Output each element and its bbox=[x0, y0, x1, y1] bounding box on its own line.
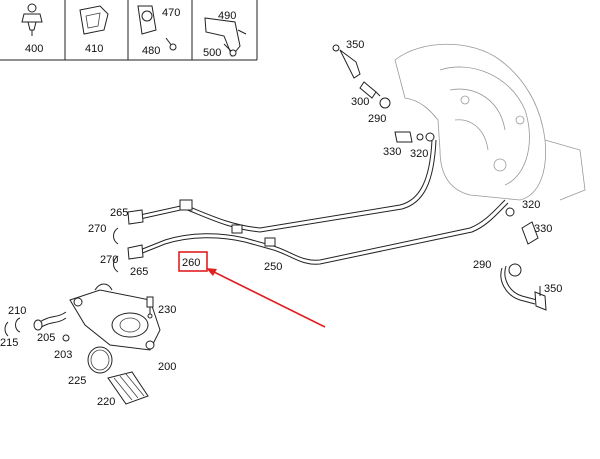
part-500-icon bbox=[223, 43, 237, 57]
pipe-clip-right bbox=[264, 237, 276, 247]
clip-215-icon bbox=[4, 321, 9, 337]
part-470-icon bbox=[137, 5, 157, 35]
seal-203-icon bbox=[62, 334, 70, 342]
fitting-265-upper bbox=[179, 199, 193, 211]
label-225: 225 bbox=[68, 375, 86, 387]
label-210: 210 bbox=[8, 305, 26, 317]
label-490: 490 bbox=[218, 10, 236, 22]
label-270-upper: 270 bbox=[88, 223, 106, 235]
sensor-230 bbox=[146, 296, 154, 319]
label-300: 300 bbox=[351, 96, 369, 108]
highlight-arrow bbox=[206, 268, 326, 328]
part-480-icon bbox=[165, 37, 177, 51]
part-400-icon bbox=[21, 3, 43, 36]
label-260: 260 bbox=[182, 257, 200, 269]
hose-205 bbox=[33, 311, 67, 331]
label-290-right: 290 bbox=[473, 259, 491, 271]
fitting-265-lower bbox=[127, 244, 144, 260]
label-203: 203 bbox=[54, 349, 72, 361]
clip-210-icon bbox=[15, 317, 21, 333]
line-250-pipe bbox=[139, 139, 437, 233]
pipe-clip-left bbox=[231, 224, 243, 234]
clip-270-upper-icon bbox=[113, 227, 119, 245]
label-200: 200 bbox=[158, 361, 176, 373]
part-410-icon bbox=[79, 5, 109, 35]
label-320-top: 320 bbox=[410, 148, 428, 160]
transmission-outline bbox=[394, 43, 586, 201]
label-215: 215 bbox=[0, 337, 18, 349]
label-265-upper: 265 bbox=[110, 207, 128, 219]
label-230: 230 bbox=[158, 304, 176, 316]
filter-assembly bbox=[69, 283, 161, 351]
line-260-pipe bbox=[139, 199, 509, 265]
clip-270-lower-icon bbox=[113, 255, 119, 273]
label-250: 250 bbox=[264, 261, 282, 273]
label-205: 205 bbox=[37, 332, 55, 344]
label-290-top: 290 bbox=[368, 113, 386, 125]
label-470: 470 bbox=[162, 7, 180, 19]
header-strip: 400 410 470 480 490 500 bbox=[0, 0, 258, 61]
label-320-right: 320 bbox=[522, 199, 540, 211]
fitting-265-end bbox=[127, 209, 144, 225]
label-480: 480 bbox=[142, 45, 160, 57]
filter-220 bbox=[107, 371, 149, 405]
label-265-lower: 265 bbox=[130, 266, 148, 278]
label-500: 500 bbox=[203, 47, 221, 59]
oring-225-icon bbox=[87, 346, 113, 374]
label-330-right: 330 bbox=[534, 223, 552, 235]
label-350-right: 350 bbox=[544, 283, 562, 295]
label-330-top: 330 bbox=[383, 146, 401, 158]
label-220: 220 bbox=[97, 396, 115, 408]
fittings-right bbox=[500, 207, 547, 311]
highlight-box-260 bbox=[178, 251, 208, 272]
label-270-lower: 270 bbox=[100, 254, 118, 266]
fittings-upper-right bbox=[332, 44, 435, 143]
label-400: 400 bbox=[25, 43, 43, 55]
label-350-top: 350 bbox=[346, 39, 364, 51]
label-410: 410 bbox=[85, 43, 103, 55]
